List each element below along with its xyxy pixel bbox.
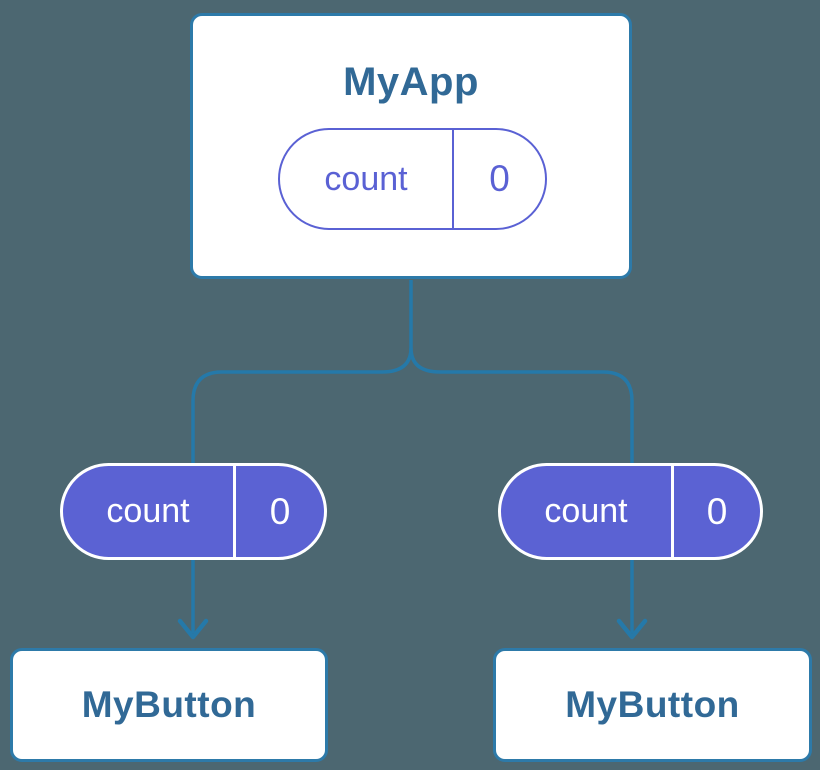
- arrowhead-left-icon: [177, 618, 209, 640]
- arrowhead-right-icon: [616, 618, 648, 640]
- edge-root-to-left-child: [191, 347, 413, 633]
- state-pill-label: count: [324, 159, 408, 198]
- prop-pill-value: 0: [269, 490, 291, 532]
- prop-pill-right-child: count 0: [498, 463, 763, 560]
- prop-pill-label: count: [106, 492, 190, 530]
- pill-divider-line: [671, 466, 674, 557]
- prop-pill-label: count: [544, 492, 628, 530]
- component-title-mybutton: MyButton: [81, 684, 257, 725]
- state-pill-myapp: count 0: [278, 128, 547, 230]
- edge-root-to-right-child: [409, 347, 634, 633]
- prop-pill-left-child: count 0: [60, 463, 327, 560]
- state-pill-value: 0: [489, 158, 510, 199]
- pill-divider-line: [452, 130, 454, 228]
- component-node-mybutton-right: MyButton: [493, 648, 812, 762]
- prop-pill-value: 0: [706, 490, 728, 532]
- component-title-mybutton: MyButton: [565, 684, 740, 725]
- component-node-mybutton-left: MyButton: [10, 648, 328, 762]
- component-title-myapp: MyApp: [343, 60, 479, 104]
- pill-divider-line: [233, 466, 236, 557]
